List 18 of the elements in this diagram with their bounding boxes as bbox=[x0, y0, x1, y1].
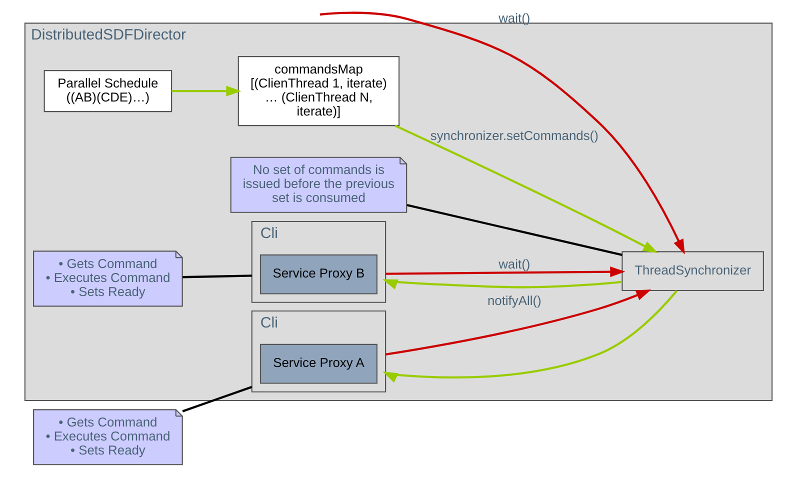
connector bbox=[406, 204, 622, 256]
arrow bbox=[382, 290, 678, 383]
arrow bbox=[171, 86, 241, 96]
arrow bbox=[319, 12, 684, 254]
edge-label: wait() bbox=[498, 256, 530, 272]
edge-label: notifyAll() bbox=[486, 293, 541, 308]
node-box: Service Proxy B bbox=[259, 254, 377, 294]
connector bbox=[182, 274, 252, 278]
edge-label: synchronizer.setCommands() bbox=[430, 128, 598, 144]
arrow bbox=[384, 289, 651, 356]
arrow bbox=[382, 279, 622, 290]
node-box: ThreadSynchronizer bbox=[621, 251, 764, 292]
arrow bbox=[394, 124, 658, 254]
arrow bbox=[385, 266, 625, 278]
node-box: commandsMap [(ClienThread 1, iterate) … (ClienThread N, iterate)] bbox=[237, 56, 400, 126]
connector bbox=[182, 386, 252, 412]
node-box: Service Proxy A bbox=[259, 344, 377, 384]
node-box: Parallel Schedule ((AB)(CDE)…) bbox=[43, 70, 172, 112]
